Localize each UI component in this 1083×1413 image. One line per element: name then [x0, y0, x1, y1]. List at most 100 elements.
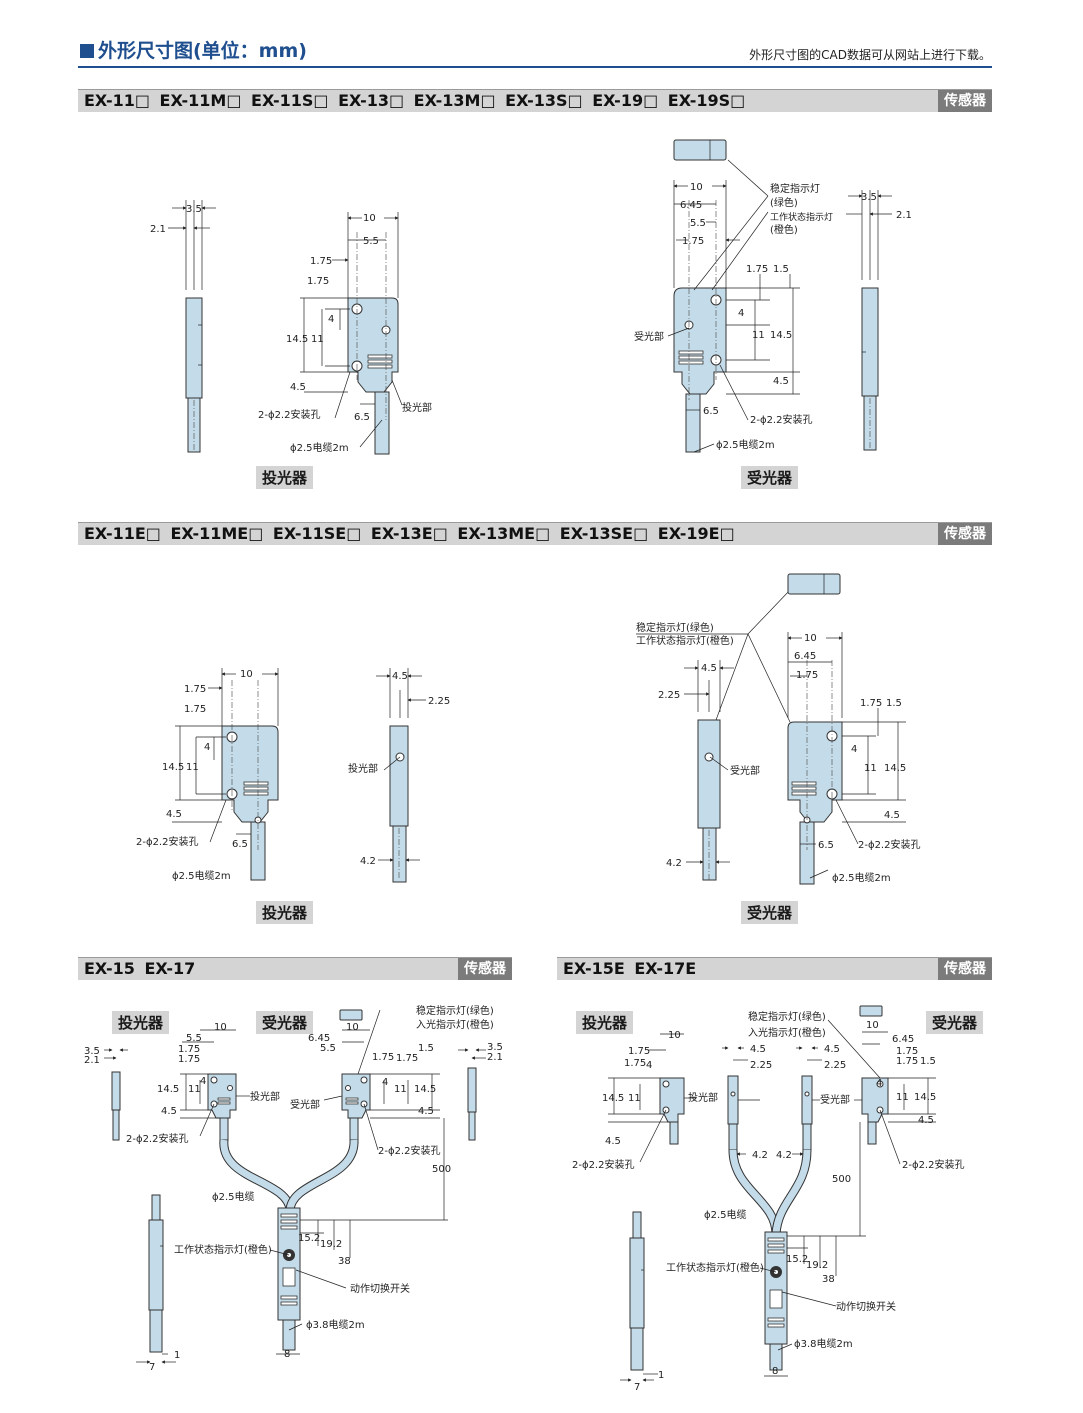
dim-label: 10 [668, 1030, 681, 1041]
dim-label: 4 [204, 742, 210, 753]
cable-label: ϕ2.5电缆2m [832, 871, 891, 884]
dim-label: 14.5 [884, 763, 906, 774]
receiving-part-label: 受光部 [730, 764, 760, 777]
dim-label: 11 [186, 762, 199, 773]
led-label: 工作状态指示灯(橙色) [636, 634, 734, 647]
dim-label: 1.75 [896, 1056, 918, 1067]
op-led-label: 工作状态指示灯(橙色) [666, 1261, 764, 1274]
s1-emitter-side-view [168, 200, 216, 453]
dim-label: 3.5 [487, 1042, 503, 1053]
dim-label: 4 [851, 744, 857, 755]
dim-label: 8 [772, 1366, 778, 1377]
cable-label: ϕ2.5电缆2m [172, 869, 231, 882]
mount-hole-label: 2-ϕ2.2安装孔 [378, 1144, 440, 1157]
dim-label: 11 [394, 1084, 407, 1095]
dim-label: 10 [690, 182, 703, 193]
caption-receiver-2: 受光器 [741, 901, 799, 924]
section-models: EX-11E□ EX-11ME□ EX-11SE□ EX-13E□ EX-13M… [84, 524, 735, 543]
dim-label: 1.75 [624, 1058, 646, 1069]
dim-label: 14.5 [602, 1093, 624, 1104]
emitting-part-label: 投光部 [688, 1091, 718, 1104]
dim-label: 2.25 [658, 690, 680, 701]
caption-receiver-1: 受光器 [741, 466, 799, 489]
dim-label: 1.75 [307, 276, 329, 287]
section-bar-ex11e: EX-11E□ EX-11ME□ EX-11SE□ EX-13E□ EX-13M… [78, 522, 992, 545]
dim-label: 2.1 [84, 1055, 100, 1066]
dim-label: 11 [628, 1093, 641, 1104]
op-led-label: 工作状态指示灯(橙色) [174, 1243, 272, 1256]
mount-hole-label: 2-ϕ2.2安装孔 [136, 835, 198, 848]
dim-label: 1.75 [746, 264, 768, 275]
dim-label: 7 [634, 1382, 640, 1393]
mount-hole-label: 2-ϕ2.2安装孔 [258, 408, 320, 421]
dim-label: 4.5 [884, 810, 900, 821]
dim-label: 10 [363, 213, 376, 224]
dim-label: 4.5 [750, 1044, 766, 1055]
dim-label: 4.2 [666, 858, 682, 869]
dim-label: 1.75 [372, 1052, 394, 1063]
section-models: EX-15E EX-17E [563, 959, 697, 978]
dim-label: 19.2 [806, 1260, 828, 1271]
dim-label: 6.5 [818, 840, 834, 851]
led-color-label: (橙色) [770, 223, 798, 236]
dim-label: 3.5 [186, 204, 202, 215]
dim-label: 1.5 [886, 698, 902, 709]
dim-label: 11 [311, 334, 324, 345]
dim-label: 1.75 [184, 704, 206, 715]
dim-label: 1.75 [184, 684, 206, 695]
dim-label: 5.5 [363, 236, 379, 247]
header-rule [78, 66, 992, 68]
cad-download-note: 外形尺寸图的CAD数据可从网站上进行下载。 [749, 48, 991, 62]
dim-label: 6.5 [354, 412, 370, 423]
caption-emitter-3: 投光器 [112, 1011, 170, 1034]
caption-receiver-3: 受光器 [256, 1011, 314, 1034]
dim-label: 2.1 [487, 1052, 503, 1063]
led-label: 稳定指示灯(绿色) [748, 1010, 826, 1023]
section-tag: 传感器 [938, 90, 992, 112]
dim-label: 11 [864, 763, 877, 774]
dim-label: 1.75 [178, 1054, 200, 1065]
led-label: 入光指示灯(橙色) [748, 1026, 826, 1039]
page-title: 外形尺寸图(单位：mm) [80, 36, 307, 63]
emitting-part-label: 投光部 [348, 762, 378, 775]
s2-receiver-side-view [684, 589, 791, 881]
section-bar-ex11: EX-11□ EX-11M□ EX-11S□ EX-13□ EX-13M□ EX… [78, 89, 992, 112]
mount-hole-label: 2-ϕ2.2安装孔 [902, 1158, 964, 1171]
dim-label: 38 [338, 1256, 351, 1267]
dim-label: 38 [822, 1274, 835, 1285]
s4-ex15e-assembly [608, 1005, 936, 1382]
section-tag: 传感器 [938, 958, 992, 980]
cable-label: ϕ3.8电缆2m [306, 1318, 365, 1331]
receiving-part-label: 受光部 [634, 330, 664, 343]
section-tag: 传感器 [938, 523, 992, 545]
dim-label: 4.5 [161, 1106, 177, 1117]
dim-label: 5.5 [320, 1043, 336, 1054]
led-label: 工作状态指示灯 [770, 211, 833, 223]
section-tag: 传感器 [458, 958, 512, 980]
section-models: EX-11□ EX-11M□ EX-11S□ EX-13□ EX-13M□ EX… [84, 91, 746, 110]
dim-label: 14.5 [914, 1092, 936, 1103]
cable-label: ϕ3.8电缆2m [794, 1337, 853, 1350]
dim-label: 6.5 [703, 406, 719, 417]
dim-label: 1.75 [628, 1046, 650, 1057]
led-label: 入光指示灯(橙色) [416, 1018, 494, 1031]
dim-label: 14.5 [162, 762, 184, 773]
section-models: EX-15 EX-17 [84, 959, 196, 978]
mount-hole-label: 2-ϕ2.2安装孔 [126, 1132, 188, 1145]
dim-label: 1 [174, 1350, 180, 1361]
dim-label: 6.45 [308, 1033, 330, 1044]
dim-label: 5.5 [690, 218, 706, 229]
cable-label: ϕ2.5电缆2m [290, 441, 349, 454]
dim-label: 1.75 [310, 256, 332, 267]
dim-label: 3.5 [84, 1046, 100, 1057]
dim-label: 2.25 [428, 696, 450, 707]
caption-emitter-2: 投光器 [256, 901, 314, 924]
dim-label: 3.5 [861, 192, 877, 203]
dim-label: 4.5 [701, 663, 717, 674]
dim-label: 4.2 [776, 1150, 792, 1161]
dim-label: 4.5 [824, 1044, 840, 1055]
s2-emitter-side-view [376, 668, 426, 883]
caption-emitter-1: 投光器 [256, 466, 314, 489]
caption-emitter-4: 投光器 [576, 1011, 634, 1034]
led-label: 稳定指示灯(绿色) [416, 1004, 494, 1017]
